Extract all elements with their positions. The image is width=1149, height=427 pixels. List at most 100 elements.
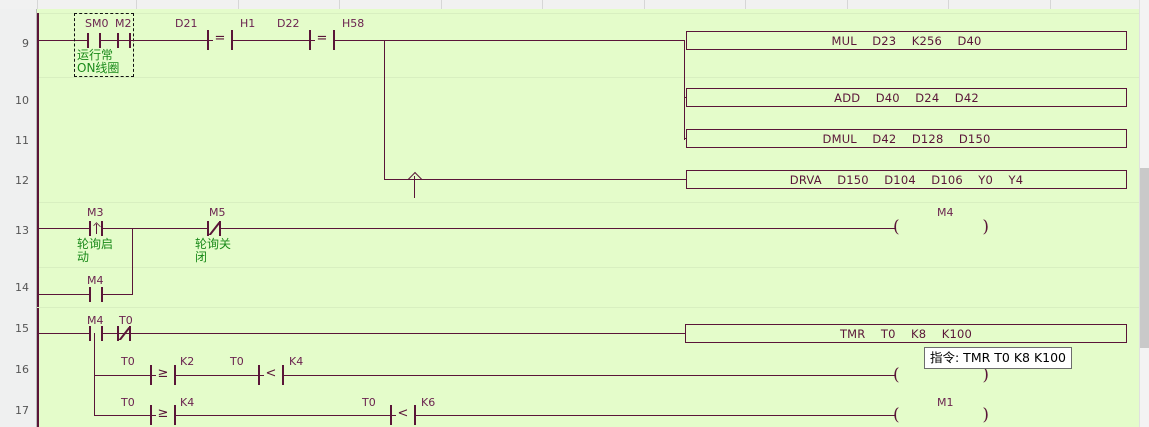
compare-contact-ge-1[interactable]: ≥: [150, 365, 176, 385]
wire: [174, 415, 396, 416]
compare-right-k2: K2: [180, 355, 195, 368]
wire: [384, 179, 688, 180]
compare-operator: =: [316, 31, 328, 46]
branch-vertical: [132, 228, 133, 295]
ruler-tick: [542, 0, 543, 9]
compare-left-d21: D21: [175, 17, 198, 30]
wire: [103, 228, 207, 229]
wire: [131, 333, 685, 334]
power-rail: [37, 13, 39, 203]
selection-box: [74, 13, 134, 77]
compare-right-h58: H58: [342, 17, 365, 30]
ruler-tick: [1050, 0, 1051, 9]
ruler-tick: [238, 0, 239, 9]
operand-label-coil-m1: M1: [937, 396, 954, 409]
contact-m3-rising[interactable]: [89, 221, 103, 236]
compare-contact-lt-1[interactable]: <: [258, 365, 284, 385]
row-number-12: 12: [15, 174, 29, 187]
compare-left-t0-r16: T0: [121, 355, 135, 368]
coil-m1[interactable]: (): [893, 405, 989, 425]
wire: [221, 228, 896, 229]
coil-m4[interactable]: (): [893, 217, 989, 237]
coil-m0[interactable]: (): [893, 365, 989, 385]
instruction-box-dmul[interactable]: DMUL D42 D128 D150: [686, 129, 1127, 148]
ruler-tick: [136, 0, 137, 9]
compare-contact-eq-2[interactable]: =: [309, 30, 335, 50]
wire: [174, 375, 264, 376]
compare-contact-eq-1[interactable]: =: [207, 30, 233, 50]
instruction-text: MUL D23 K256 D40: [831, 34, 982, 48]
rung-separator: [37, 202, 1140, 203]
compare-operator: =: [214, 31, 226, 46]
power-rail: [37, 308, 39, 427]
compare-operator: <: [397, 406, 409, 421]
wire: [131, 40, 213, 41]
comment-m3: 轮询启 动: [77, 237, 114, 264]
wire: [103, 294, 133, 295]
power-rail: [37, 203, 39, 307]
contact-m5-nc[interactable]: [207, 221, 221, 236]
contact-t0-nc[interactable]: [117, 326, 131, 341]
compare-contact-ge-2[interactable]: ≥: [150, 405, 176, 425]
instruction-text: DRVA D150 D104 D106 Y0 Y4: [789, 173, 1024, 187]
compare-left-t0-r17b: T0: [362, 396, 376, 409]
row-number-16: 16: [15, 363, 29, 376]
operand-label-t0-nc: T0: [119, 314, 133, 327]
wire: [39, 294, 89, 295]
compare-operator: ≥: [157, 406, 169, 421]
branch-vertical: [384, 40, 385, 180]
rung-separator: [37, 13, 1140, 14]
branch-vertical: [94, 333, 95, 415]
instruction-box-drva[interactable]: DRVA D150 D104 D106 Y0 Y4: [686, 170, 1127, 189]
wire: [39, 40, 67, 41]
contact-m4-branch[interactable]: [89, 287, 103, 302]
row-number-9: 9: [22, 37, 29, 50]
comment-m5: 轮询关 闭: [195, 237, 232, 264]
wire: [231, 40, 315, 41]
row-number-gutter: 9 10 11 12 13 14 15 16 17: [0, 9, 37, 427]
wire: [65, 40, 89, 41]
vertical-scrollbar-thumb[interactable]: [1140, 168, 1149, 348]
ruler-tick: [847, 0, 848, 9]
wire: [333, 40, 685, 41]
instruction-text: TMR T0 K8 K100: [839, 327, 973, 341]
wire: [39, 228, 89, 229]
instruction-box-tmr[interactable]: TMR T0 K8 K100: [685, 324, 1127, 343]
instruction-box-add[interactable]: ADD D40 D24 D42: [686, 88, 1127, 107]
row-number-15: 15: [15, 322, 29, 335]
operand-label-m2: M2: [115, 17, 132, 30]
operand-label-sm0: SM0: [85, 17, 109, 30]
operand-label-m5: M5: [209, 206, 226, 219]
wire: [101, 40, 149, 41]
ruler-tick: [339, 0, 340, 9]
row-number-14: 14: [15, 281, 29, 294]
operand-label-m4-r15: M4: [87, 314, 104, 327]
contact-m4-r15[interactable]: [89, 326, 103, 341]
instruction-box-mul[interactable]: MUL D23 K256 D40: [686, 31, 1127, 50]
compare-right-k4: K4: [289, 355, 304, 368]
instruction-text: ADD D40 D24 D42: [834, 91, 979, 105]
compare-left-t0-r17: T0: [121, 396, 135, 409]
rung-separator: [37, 307, 1140, 308]
row-number-17: 17: [15, 404, 29, 417]
compare-right-k4-r17: K4: [180, 396, 195, 409]
wire: [94, 375, 156, 376]
ruler-tick: [441, 0, 442, 9]
compare-contact-lt-2[interactable]: <: [390, 405, 416, 425]
wire: [414, 415, 896, 416]
branch-vertical: [684, 40, 685, 140]
compare-right-k6: K6: [421, 396, 436, 409]
row-number-10: 10: [15, 94, 29, 107]
wire: [39, 333, 89, 334]
wire: [282, 375, 896, 376]
instruction-text: DMUL D42 D128 D150: [822, 132, 991, 146]
wire: [94, 415, 156, 416]
contact-m2[interactable]: [117, 33, 131, 48]
ruler-tick: [37, 0, 38, 9]
operand-label-m4-branch: M4: [87, 274, 104, 287]
row-number-13: 13: [15, 224, 29, 237]
vertical-scrollbar[interactable]: [1139, 0, 1149, 427]
compare-operator: <: [265, 366, 277, 381]
ruler-tick: [948, 0, 949, 9]
